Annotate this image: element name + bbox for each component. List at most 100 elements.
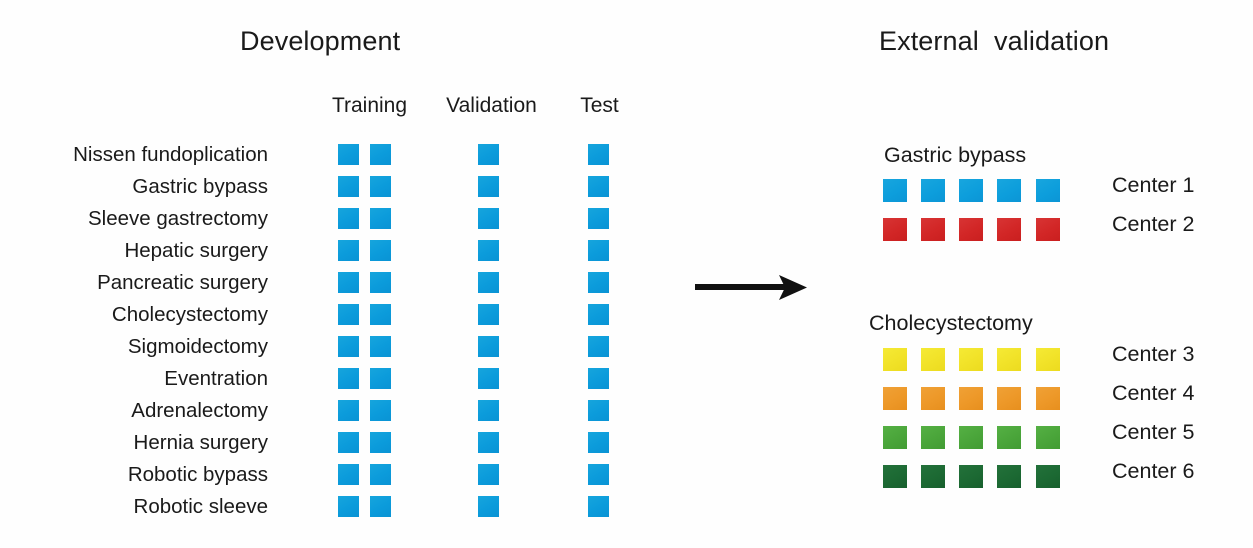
development-row: Sleeve gastrectomy xyxy=(0,203,640,235)
color-square-icon xyxy=(370,272,391,293)
external-validation-square xyxy=(921,179,945,202)
development-row: Robotic sleeve xyxy=(0,491,640,523)
color-square-icon xyxy=(1036,387,1060,410)
development-square-training xyxy=(370,144,391,165)
development-square-training xyxy=(370,208,391,229)
external-validation-square xyxy=(921,426,945,449)
color-square-icon xyxy=(338,144,359,165)
development-square-training xyxy=(370,400,391,421)
column-header-validation: Validation xyxy=(446,94,537,117)
development-square-validation xyxy=(478,464,499,485)
column-header-training: Training xyxy=(331,94,408,117)
color-square-icon xyxy=(997,348,1021,371)
external-validation-square xyxy=(921,387,945,410)
center-label: Center 4 xyxy=(1112,381,1195,405)
development-square-test xyxy=(588,432,609,453)
development-panel-title: Development xyxy=(240,26,401,56)
center-label: Center 1 xyxy=(1112,173,1195,197)
color-square-icon xyxy=(588,208,609,229)
development-square-training xyxy=(338,240,359,261)
development-row: Eventration xyxy=(0,363,640,395)
color-square-icon xyxy=(338,176,359,197)
color-square-icon xyxy=(338,208,359,229)
color-square-icon xyxy=(338,272,359,293)
development-square-test xyxy=(588,144,609,165)
development-square-training xyxy=(338,272,359,293)
development-square-training xyxy=(370,496,391,517)
color-square-icon xyxy=(370,464,391,485)
color-square-icon xyxy=(478,208,499,229)
color-square-icon xyxy=(883,218,907,241)
development-row-label: Hepatic surgery xyxy=(124,239,268,262)
development-row-label: Gastric bypass xyxy=(132,175,268,198)
color-square-icon xyxy=(478,368,499,389)
development-row-label: Robotic bypass xyxy=(127,463,268,486)
color-square-icon xyxy=(588,176,609,197)
development-square-training xyxy=(370,432,391,453)
external-validation-square xyxy=(997,426,1021,449)
external-validation-square xyxy=(883,179,907,202)
color-square-icon xyxy=(370,336,391,357)
development-row-label: Hernia surgery xyxy=(133,431,268,454)
color-square-icon xyxy=(478,304,499,325)
development-row-label: Pancreatic surgery xyxy=(97,271,268,294)
color-square-icon xyxy=(959,218,983,241)
development-square-training xyxy=(338,400,359,421)
external-validation-square xyxy=(997,465,1021,488)
development-row: Hernia surgery xyxy=(0,427,640,459)
center-label: Center 6 xyxy=(1112,459,1195,483)
column-header-test: Test xyxy=(580,94,619,117)
external-validation-square xyxy=(921,465,945,488)
development-square-validation xyxy=(478,208,499,229)
color-square-icon xyxy=(921,179,945,202)
color-square-icon xyxy=(478,336,499,357)
external-validation-square xyxy=(921,218,945,241)
color-square-icon xyxy=(921,387,945,410)
color-square-icon xyxy=(1036,465,1060,488)
development-square-test xyxy=(588,400,609,421)
development-square-test xyxy=(588,304,609,325)
color-square-icon xyxy=(1036,426,1060,449)
external-validation-square xyxy=(997,387,1021,410)
development-row: Robotic bypass xyxy=(0,459,640,491)
color-square-icon xyxy=(478,464,499,485)
external-validation-square xyxy=(1036,387,1060,410)
color-square-icon xyxy=(338,400,359,421)
development-square-training xyxy=(370,368,391,389)
color-square-icon xyxy=(921,218,945,241)
development-square-validation xyxy=(478,496,499,517)
development-row: Pancreatic surgery xyxy=(0,267,640,299)
development-square-validation xyxy=(478,144,499,165)
color-square-icon xyxy=(478,432,499,453)
color-square-icon xyxy=(478,240,499,261)
development-square-training xyxy=(370,240,391,261)
color-square-icon xyxy=(370,144,391,165)
color-square-icon xyxy=(370,208,391,229)
color-square-icon xyxy=(478,400,499,421)
color-square-icon xyxy=(370,432,391,453)
development-row: Hepatic surgery xyxy=(0,235,640,267)
color-square-icon xyxy=(370,304,391,325)
external-validation-square xyxy=(959,179,983,202)
color-square-icon xyxy=(997,387,1021,410)
color-square-icon xyxy=(588,272,609,293)
external-validation-square xyxy=(1036,218,1060,241)
color-square-icon xyxy=(997,426,1021,449)
color-square-icon xyxy=(883,465,907,488)
external-validation-square xyxy=(883,426,907,449)
color-square-icon xyxy=(478,496,499,517)
flow-arrow-icon xyxy=(693,272,808,302)
development-square-training xyxy=(338,432,359,453)
color-square-icon xyxy=(883,387,907,410)
external-validation-square xyxy=(959,218,983,241)
color-square-icon xyxy=(478,176,499,197)
development-row: Nissen fundoplication xyxy=(0,139,640,171)
color-square-icon xyxy=(921,426,945,449)
development-square-test xyxy=(588,272,609,293)
development-row: Gastric bypass xyxy=(0,171,640,203)
development-square-test xyxy=(588,208,609,229)
color-square-icon xyxy=(370,400,391,421)
development-row-label: Sigmoidectomy xyxy=(127,335,268,358)
